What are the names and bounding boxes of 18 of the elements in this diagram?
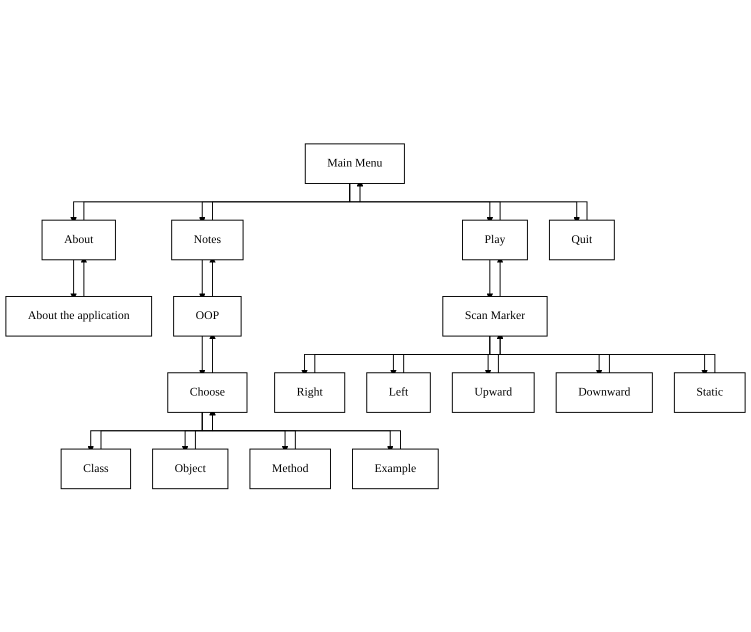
node-box: Upward: [452, 372, 535, 413]
node-box: Choose: [167, 372, 248, 413]
node-box: OOP: [173, 296, 242, 336]
node-box: Left: [366, 372, 431, 413]
node-box: About the application: [5, 296, 152, 336]
node-box: Quit: [548, 219, 615, 260]
node-box: Class: [60, 448, 132, 489]
node-box: Right: [274, 372, 346, 413]
node-box: Scan Marker: [442, 296, 548, 336]
node-box: Static: [674, 372, 746, 413]
node-box: Main Menu: [304, 143, 405, 184]
node-box: Downward: [556, 372, 653, 413]
node-box: About: [42, 219, 116, 260]
node-box: Object: [152, 448, 228, 489]
node-box: Notes: [171, 219, 244, 260]
node-box: Play: [462, 219, 528, 260]
node-box: Example: [352, 448, 439, 489]
node-box: Method: [249, 448, 331, 489]
